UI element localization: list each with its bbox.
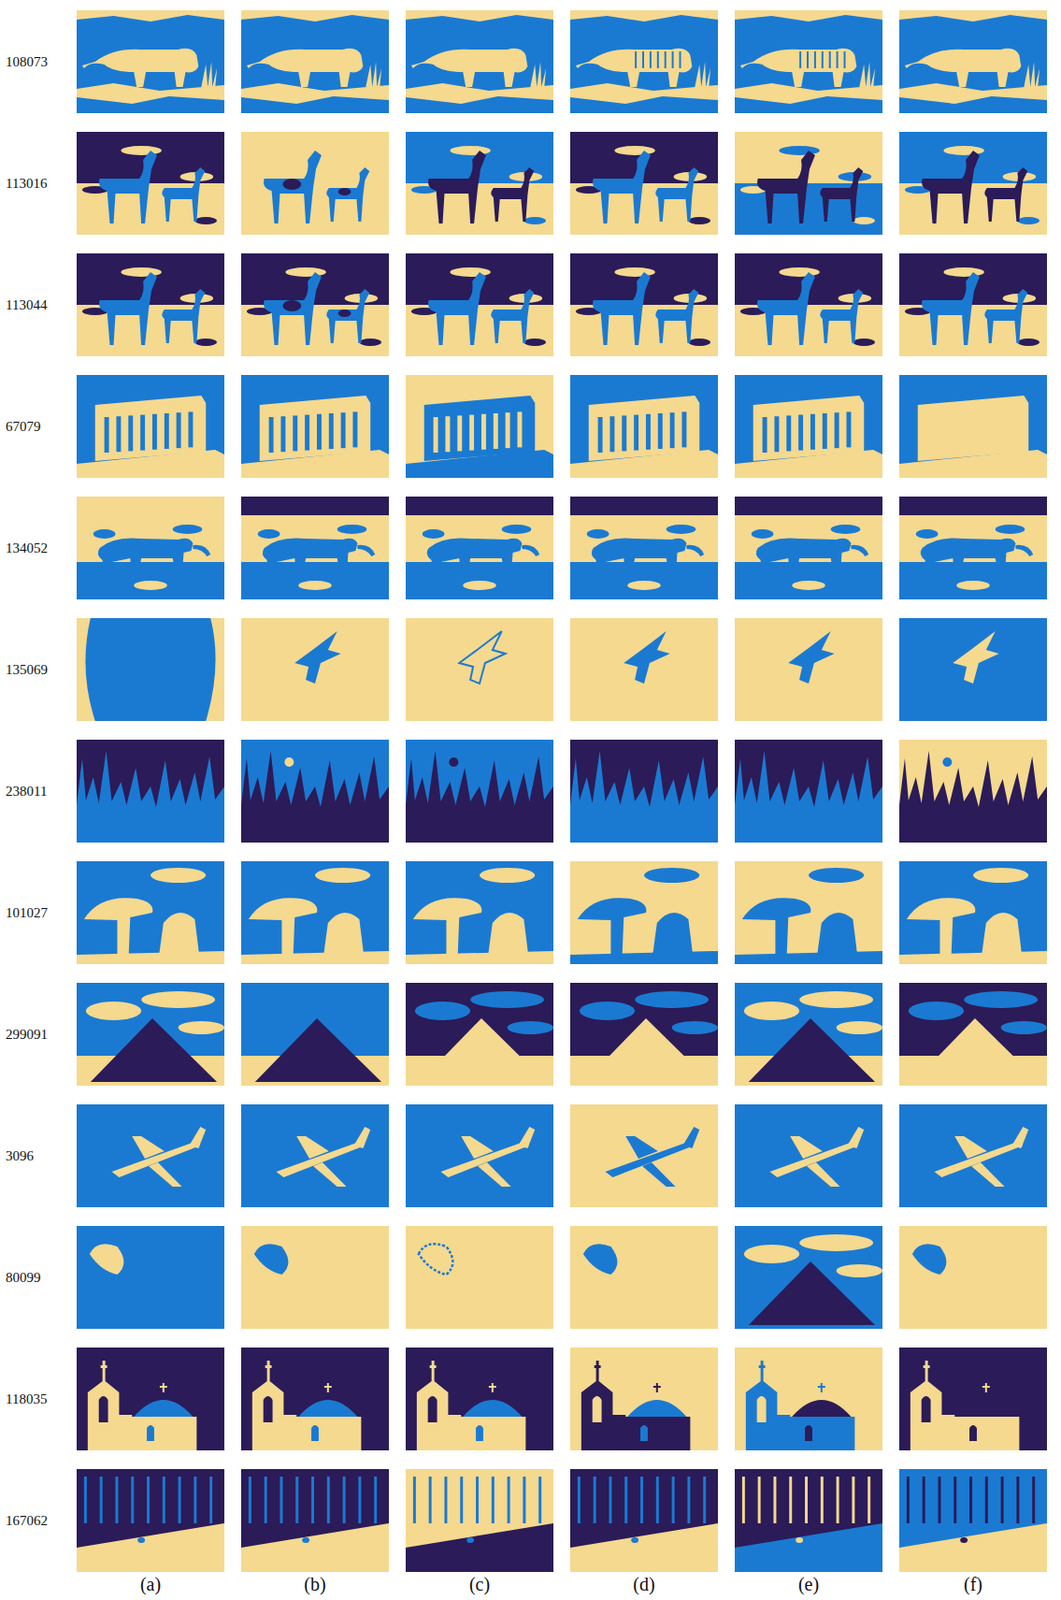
segmentation-image <box>899 1225 1047 1329</box>
segmentation-image <box>734 1104 883 1207</box>
segmentation-image <box>241 739 389 843</box>
segmentation-image <box>570 982 718 1086</box>
segmentation-image <box>76 860 225 964</box>
segmentation-image <box>405 1347 554 1450</box>
image-id: 3096 <box>5 1147 34 1164</box>
segmentation-image <box>570 1347 718 1450</box>
segmentation-image <box>241 374 389 478</box>
image-id: 238011 <box>5 783 47 800</box>
segmentation-image <box>570 131 718 235</box>
segmentation-image <box>76 496 225 600</box>
segmentation-image <box>405 1468 554 1572</box>
column-label: (f) <box>963 1573 983 1595</box>
segmentation-image <box>570 1225 718 1329</box>
segmentation-image <box>241 131 389 235</box>
segmentation-image <box>734 1347 883 1450</box>
segmentation-image <box>570 374 718 478</box>
segmentation-image <box>76 374 225 478</box>
segmentation-image <box>570 10 718 114</box>
segmentation-image <box>899 1468 1047 1572</box>
segmentation-image <box>405 860 554 964</box>
column-label: (d) <box>632 1573 655 1595</box>
image-id: 299091 <box>5 1026 48 1043</box>
segmentation-image <box>570 253 718 357</box>
segmentation-image <box>734 374 883 478</box>
segmentation-image <box>76 131 225 235</box>
segmentation-image <box>734 982 883 1086</box>
segmentation-image <box>76 1468 225 1572</box>
segmentation-image <box>734 739 883 843</box>
segmentation-image <box>76 1347 225 1450</box>
segmentation-image <box>241 10 389 114</box>
segmentation-image <box>405 253 554 357</box>
column-label: (c) <box>469 1573 490 1595</box>
segmentation-image <box>241 982 389 1086</box>
segmentation-image <box>76 617 225 721</box>
column-label: (b) <box>303 1573 326 1595</box>
segmentation-image <box>734 131 883 235</box>
segmentation-image <box>734 1468 883 1572</box>
segmentation-image <box>734 253 883 357</box>
segmentation-image <box>76 253 225 357</box>
segmentation-image <box>899 617 1047 721</box>
column-label: (a) <box>140 1573 161 1595</box>
image-id: 135069 <box>5 661 48 678</box>
segmentation-image <box>899 253 1047 357</box>
image-id: 67079 <box>5 418 42 435</box>
segmentation-image <box>899 496 1047 600</box>
segmentation-image <box>405 10 554 114</box>
segmentation-image <box>405 739 554 843</box>
image-id: 108073 <box>5 54 48 71</box>
image-id: 134052 <box>5 540 48 557</box>
segmentation-image <box>734 860 883 964</box>
segmentation-image <box>76 1104 225 1207</box>
segmentation-image <box>734 10 883 114</box>
image-id: 167062 <box>5 1512 48 1529</box>
segmentation-image <box>734 1225 883 1329</box>
image-id: 113016 <box>5 175 47 192</box>
segmentation-image <box>241 1104 389 1207</box>
image-id: 113044 <box>5 297 47 314</box>
segmentation-image <box>899 982 1047 1086</box>
segmentation-image <box>241 253 389 357</box>
segmentation-image <box>241 617 389 721</box>
image-id: 80099 <box>5 1269 42 1286</box>
column-label: (e) <box>798 1573 819 1595</box>
segmentation-image <box>899 374 1047 478</box>
segmentation-image <box>570 860 718 964</box>
segmentation-image <box>899 131 1047 235</box>
segmentation-image <box>76 1225 225 1329</box>
segmentation-image <box>405 617 554 721</box>
segmentation-image <box>241 860 389 964</box>
segmentation-image <box>734 617 883 721</box>
segmentation-image <box>570 617 718 721</box>
segmentation-image <box>405 131 554 235</box>
segmentation-image <box>570 496 718 600</box>
segmentation-image <box>76 982 225 1086</box>
segmentation-image <box>899 1104 1047 1207</box>
segmentation-image <box>734 496 883 600</box>
segmentation-image <box>241 1468 389 1572</box>
segmentation-image <box>899 860 1047 964</box>
segmentation-image <box>570 1104 718 1207</box>
segmentation-image <box>405 982 554 1086</box>
segmentation-image <box>405 374 554 478</box>
segmentation-image <box>76 10 225 114</box>
segmentation-image <box>241 496 389 600</box>
segmentation-image <box>76 739 225 843</box>
segmentation-image <box>405 1104 554 1207</box>
segmentation-image <box>899 739 1047 843</box>
image-id: 118035 <box>5 1390 47 1407</box>
segmentation-image <box>405 1225 554 1329</box>
image-id: 101027 <box>5 904 48 921</box>
segmentation-image <box>241 1225 389 1329</box>
segmentation-image <box>405 496 554 600</box>
segmentation-image <box>570 739 718 843</box>
segmentation-image <box>241 1347 389 1450</box>
segmentation-image <box>570 1468 718 1572</box>
segmentation-image <box>899 10 1047 114</box>
segmentation-image <box>899 1347 1047 1450</box>
